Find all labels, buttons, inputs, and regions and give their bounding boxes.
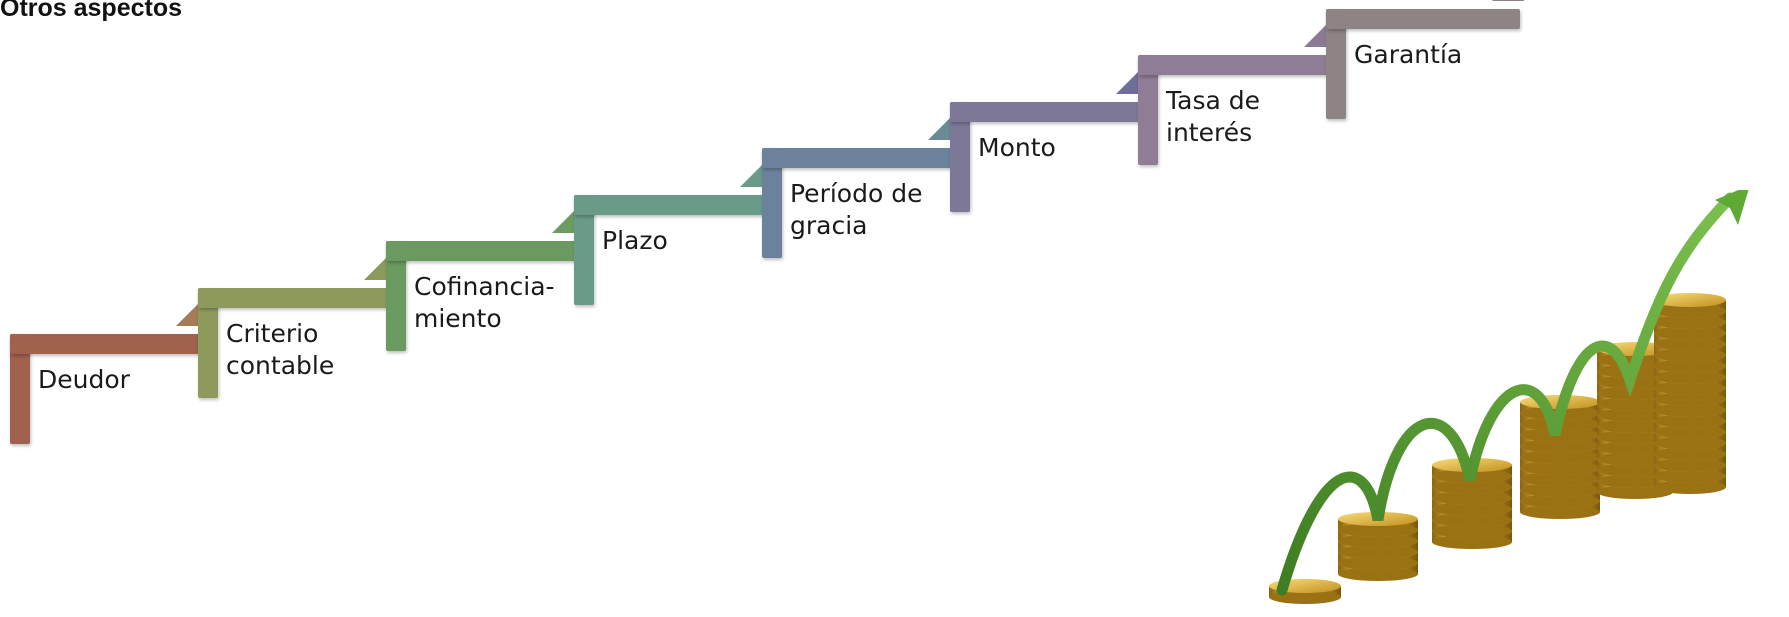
step-vertical-bar (198, 288, 218, 398)
growth-arrow-icon (1276, 192, 1736, 596)
arrow-head-icon (1715, 190, 1749, 225)
coin-stack-2 (1338, 512, 1418, 581)
step-label: Criterio contable (226, 319, 335, 380)
growth-coins-illustration (1269, 190, 1749, 604)
step-vertical-bar (10, 334, 30, 444)
coin-stack-6 (1654, 293, 1726, 494)
step-vertical-bar (1138, 55, 1158, 165)
step-label: Tasa de interés (1166, 86, 1260, 147)
step-vertical-bar (950, 102, 970, 212)
step-label: Período de gracia (790, 179, 923, 240)
step-horizontal-bar (10, 334, 204, 354)
step-label: Plazo (602, 226, 668, 255)
step-vertical-bar (762, 148, 782, 258)
step-label: Garantía (1354, 40, 1463, 69)
step-horizontal-bar (762, 148, 956, 168)
step-horizontal-bar (574, 195, 768, 215)
coin-stacks (1269, 293, 1726, 604)
step-vertical-bar (1326, 9, 1346, 119)
step-horizontal-bar (950, 102, 1144, 122)
step-vertical-bar (386, 241, 406, 351)
step-horizontal-bar (1138, 55, 1332, 75)
step-label: Deudor (38, 365, 130, 394)
step-label: Cofinancia- miento (414, 272, 555, 333)
step-horizontal-bar (198, 288, 392, 308)
step-horizontal-bar (1326, 9, 1520, 29)
slide-title: Otros aspectos (0, 0, 183, 22)
step-tip-triangle (1492, 0, 1524, 1)
step-label: Monto (978, 133, 1056, 162)
step-vertical-bar (574, 195, 594, 305)
step-horizontal-bar (386, 241, 580, 261)
